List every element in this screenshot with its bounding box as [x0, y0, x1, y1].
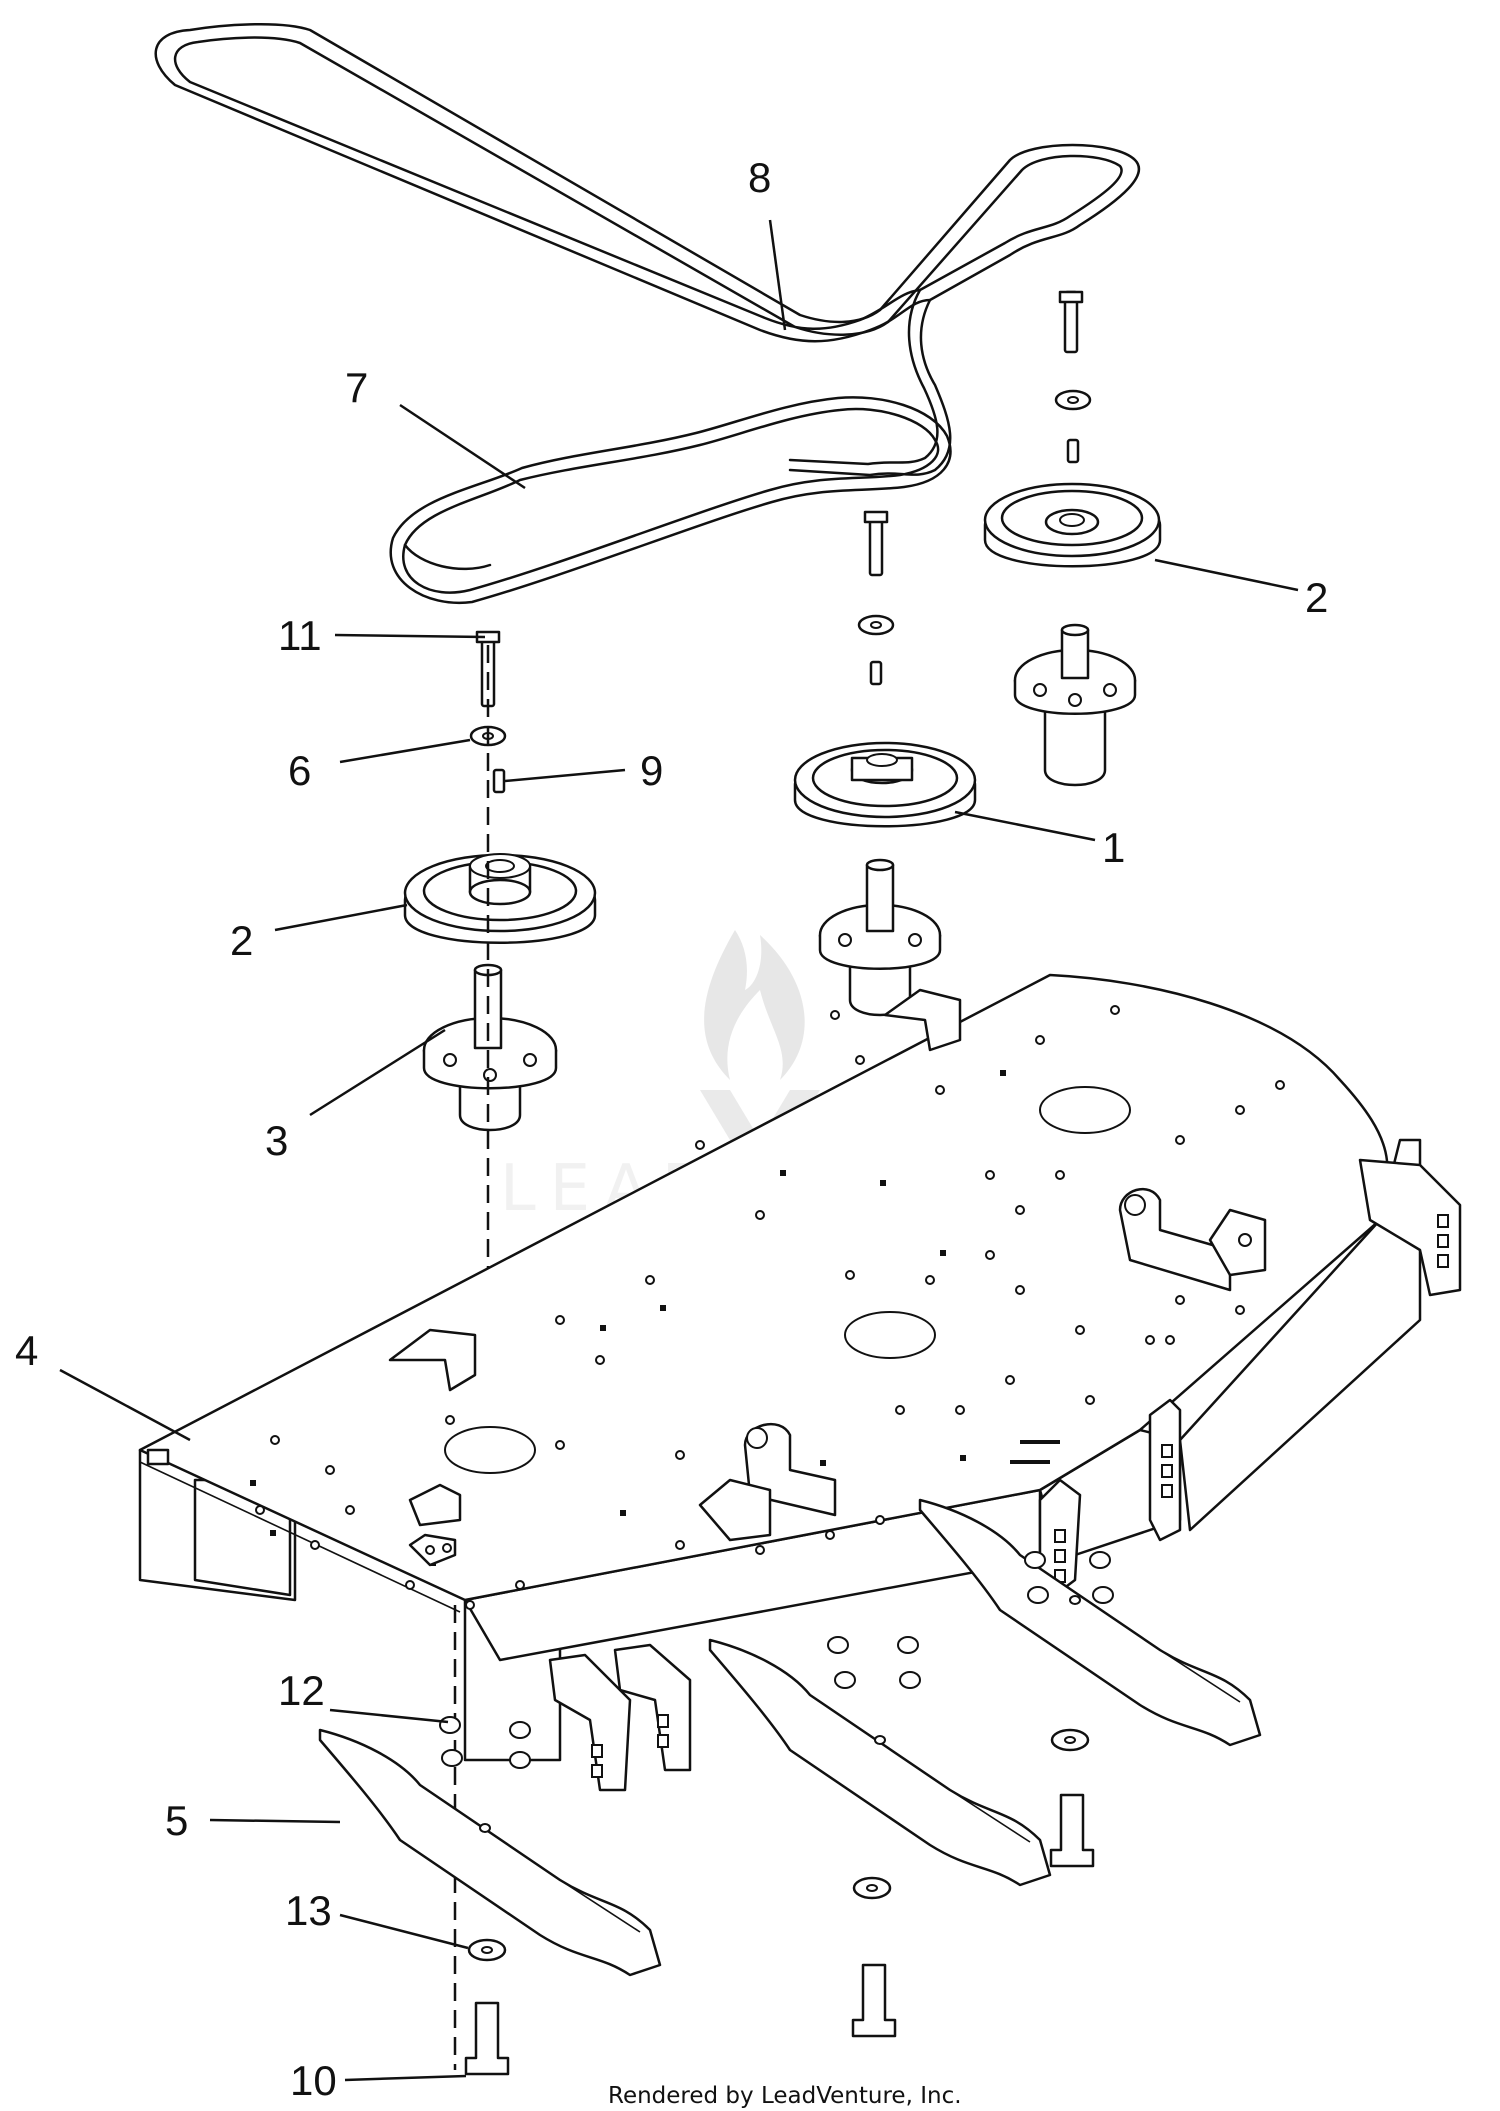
left-spindle-assembly [403, 630, 597, 1132]
belt-8 [154, 22, 1141, 477]
blade-nuts [439, 1551, 1114, 1769]
center-spindle-assembly [793, 510, 977, 1017]
blade-washers [467, 1728, 1090, 1962]
callout-3: 3 [265, 1117, 288, 1164]
callout-6: 6 [288, 747, 311, 794]
blade-5-center [708, 1638, 1052, 1887]
callout-5: 5 [165, 1797, 188, 1844]
callout-2-right: 2 [1305, 574, 1328, 621]
callout-9: 9 [640, 747, 663, 794]
callout-8: 8 [748, 154, 771, 201]
callout-7: 7 [345, 364, 368, 411]
deck-housing-4 [138, 973, 1462, 1792]
callout-10: 10 [290, 2057, 337, 2104]
callout-2-left: 2 [230, 917, 253, 964]
render-credit: Rendered by LeadVenture, Inc. [608, 2083, 962, 2109]
leader-lines [59, 219, 1299, 2082]
blade-bolts [464, 1793, 1095, 2076]
belt-7 [389, 396, 952, 605]
callout-1: 1 [1102, 824, 1125, 871]
callout-12: 12 [278, 1667, 325, 1714]
blade-5-right [918, 1498, 1262, 1747]
callout-4: 4 [15, 1327, 38, 1374]
blade-5-left [318, 1728, 662, 1977]
callout-13: 13 [285, 1887, 332, 1934]
right-spindle-assembly [983, 290, 1162, 787]
callout-11: 11 [278, 612, 322, 659]
